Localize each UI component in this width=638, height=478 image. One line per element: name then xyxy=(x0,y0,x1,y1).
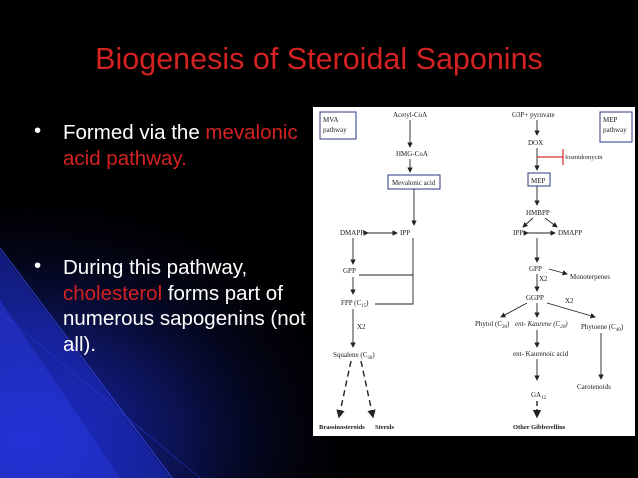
mep-box xyxy=(599,111,633,143)
bullet-2-tail: forms part of numerous sapogenins (not a… xyxy=(63,281,306,356)
node-kaurene: ent- Kaurene (C20) xyxy=(515,320,568,330)
biosynthesis-pathway-diagram: MVA pathway MEP pathway Acetyl-CoA HMG-C… xyxy=(313,107,635,436)
node-other-gibberellins: Other Gibberellins xyxy=(513,424,566,431)
mep-label-2: pathway xyxy=(603,126,627,134)
bullet-dot: • xyxy=(34,119,42,142)
node-phytoene: Phytoene (C40) xyxy=(581,323,624,333)
bullet-1: Formed via the mevalonic acid pathway. xyxy=(63,120,313,171)
node-mep: MEP xyxy=(531,177,546,185)
node-hmg-coa: HMG-CoA xyxy=(396,150,428,158)
node-ipp-left: IPP xyxy=(400,229,410,237)
node-gpp-left: GPP xyxy=(343,267,356,275)
node-mevalonic-acid: Mevalonic acid xyxy=(392,179,436,187)
node-dox: DOX xyxy=(528,139,543,147)
mva-label-2: pathway xyxy=(323,126,347,134)
mep-label-1: MEP xyxy=(603,116,618,124)
bullet-2-highlight: cholesterol xyxy=(63,281,163,305)
node-brassinosteroids: Brassinosteroids xyxy=(319,424,365,431)
x2-left: X2 xyxy=(357,323,366,331)
bullet-1-text: Formed via the xyxy=(63,121,206,144)
node-dmapp-right: DMAPP xyxy=(558,229,582,237)
mva-box xyxy=(319,111,357,140)
node-fosmidomycin: fosmidomycin xyxy=(565,154,603,161)
bullet-2: During this pathway, cholesterol forms p… xyxy=(63,255,313,357)
bullet-dot: • xyxy=(34,254,42,277)
node-kaurenoic-acid: ent- Kaurenoic acid xyxy=(513,350,569,358)
node-ggpp: GGPP xyxy=(526,294,544,302)
node-carotenoids: Carotenoids xyxy=(577,383,611,391)
node-gpp-right: GPP xyxy=(529,265,542,273)
bullet-1-highlight: mevalonic acid pathway. xyxy=(63,121,298,170)
node-g3p: G3P+ pyruvate xyxy=(512,111,555,119)
node-sterols: Sterols xyxy=(375,424,394,431)
x2-b: X2 xyxy=(565,297,574,305)
mva-label-1: MVA xyxy=(323,116,338,124)
slide-title: Biogenesis of Steroidal Saponins xyxy=(95,42,543,76)
node-fpp: FPP (C15) xyxy=(341,299,369,309)
node-ga12: GA12 xyxy=(531,391,547,401)
node-dmapp-left: DMAPP xyxy=(340,229,364,237)
node-ipp-right: IPP xyxy=(513,229,523,237)
node-squalene: Squalene (C30) xyxy=(333,351,375,361)
node-acetyl-coa: Acetyl-CoA xyxy=(393,111,427,119)
node-phytol: Phytol (C20) xyxy=(475,320,510,330)
node-monoterpenes: Monoterpenes xyxy=(570,273,610,281)
bullet-2-text: During this pathway, xyxy=(63,256,248,279)
x2-a: X2 xyxy=(539,275,548,283)
node-hmbpp: HMBPP xyxy=(526,209,550,217)
